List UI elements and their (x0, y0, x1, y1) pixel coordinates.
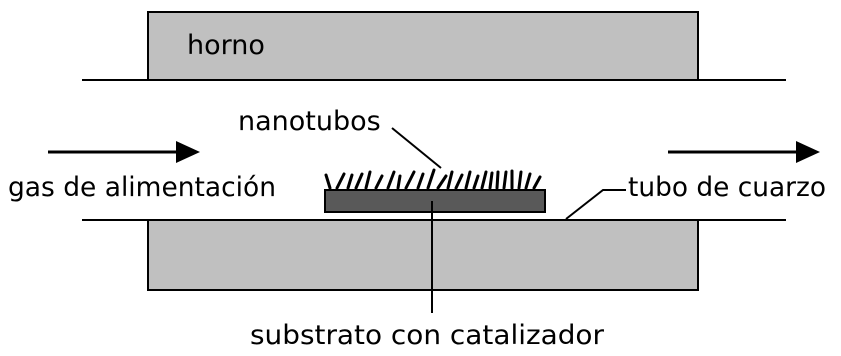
nanotubes-leader-line (391, 127, 442, 169)
furnace-top-block (147, 11, 699, 81)
furnace-bottom-block (147, 219, 699, 291)
nanotubes-label: nanotubos (238, 106, 381, 137)
quartz-tube-label: tubo de cuarzo (628, 172, 826, 203)
quartz-tube-leader-line (565, 189, 626, 220)
gas-outlet-arrow (668, 141, 820, 163)
nanotubes-forest (324, 168, 542, 190)
furnace-label: horno (187, 30, 265, 61)
substrate-label: substrato con catalizador (250, 320, 605, 351)
substrate (324, 189, 546, 213)
gas-inlet-arrow (48, 141, 200, 163)
feed-gas-label: gas de alimentación (8, 172, 276, 203)
